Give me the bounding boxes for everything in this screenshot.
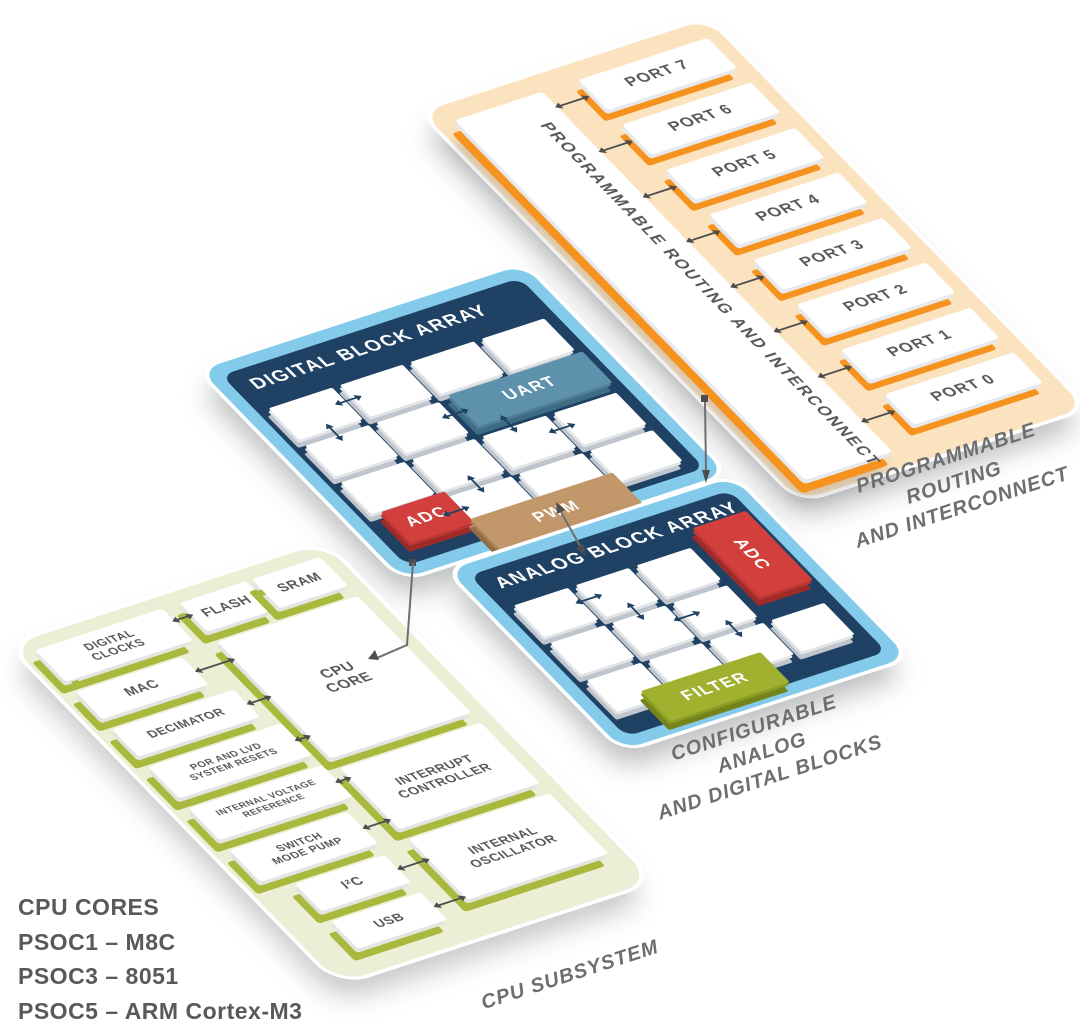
mac-cpu-arrow-icon (198, 659, 232, 672)
link-dot (71, 679, 83, 688)
legend-line-psoc3: PSOC3 – 8051 (18, 963, 179, 989)
cpu-subsystem-caption: CPU SUBSYSTEM (478, 935, 662, 1015)
port-2-arrow-icon (776, 321, 805, 332)
port-1-arrow-icon (820, 366, 849, 377)
link-dot (186, 798, 199, 806)
link-dot (326, 912, 339, 920)
port-3-arrow-icon (733, 276, 762, 287)
link-dot (401, 736, 414, 745)
decimator-cpu-arrow-icon (249, 696, 269, 704)
link-dot (227, 840, 239, 848)
analog-adc-block: ADC (692, 510, 813, 598)
i2c-arrow-icon (400, 859, 427, 870)
port-7-label: PORT 7 (621, 57, 694, 90)
port-7-arrow-icon (558, 96, 587, 107)
port-0-arrow-icon (864, 411, 893, 422)
link-dot (470, 807, 482, 815)
port-0-label: PORT 0 (927, 372, 1000, 405)
port-5-arrow-icon (645, 186, 674, 197)
usb-arrow-icon (436, 896, 463, 907)
legend-line-psoc1: PSOC1 – M8C (18, 928, 176, 955)
link-dot (145, 756, 158, 765)
legend-line-psoc5: PSOC5 – ARM Cortex-M3 (18, 997, 303, 1024)
clocks-flash-arrow-icon (175, 615, 191, 621)
link-dot (108, 718, 121, 726)
por-cpu-arrow-icon (297, 736, 308, 741)
port-4-label: PORT 4 (752, 192, 825, 225)
ivr-cpu-arrow-icon (338, 777, 349, 783)
sram-block: SRAM (251, 557, 348, 609)
port-2-label: PORT 2 (839, 282, 913, 315)
port-6-label: PORT 6 (664, 102, 738, 135)
analog-adc-label: ADC (728, 536, 776, 573)
cpu-cores-legend: CPU CORES PSOC1 – M8C PSOC3 – 8051 PSOC5… (18, 890, 302, 1028)
port-5-label: PORT 5 (708, 147, 782, 180)
port-3-label: PORT 3 (796, 237, 869, 270)
smp-arrow-icon (365, 819, 388, 829)
port-6-arrow-icon (601, 141, 630, 152)
port-4-arrow-icon (689, 231, 718, 242)
legend-title: CPU CORES (18, 894, 160, 920)
port-1-label: PORT 1 (883, 327, 957, 360)
